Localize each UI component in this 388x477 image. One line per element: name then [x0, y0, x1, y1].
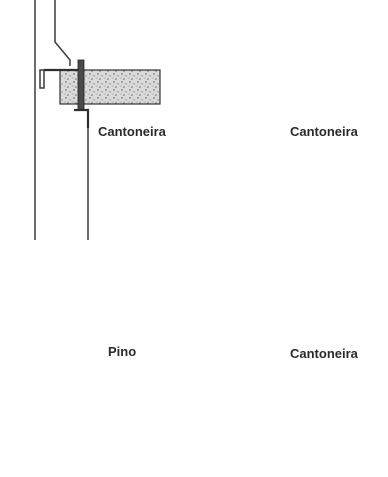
label-bottom-left-pino: Pino — [108, 344, 137, 359]
concrete-slab — [59, 69, 161, 105]
label-top-right-cantoneira: Cantoneira — [290, 124, 358, 139]
left-top-detail — [34, 0, 161, 240]
label-top-left-cantoneira: Cantoneira — [98, 124, 166, 139]
anchor-bolt — [77, 59, 85, 111]
label-bottom-right-cantoneira: Cantoneira — [290, 346, 358, 361]
